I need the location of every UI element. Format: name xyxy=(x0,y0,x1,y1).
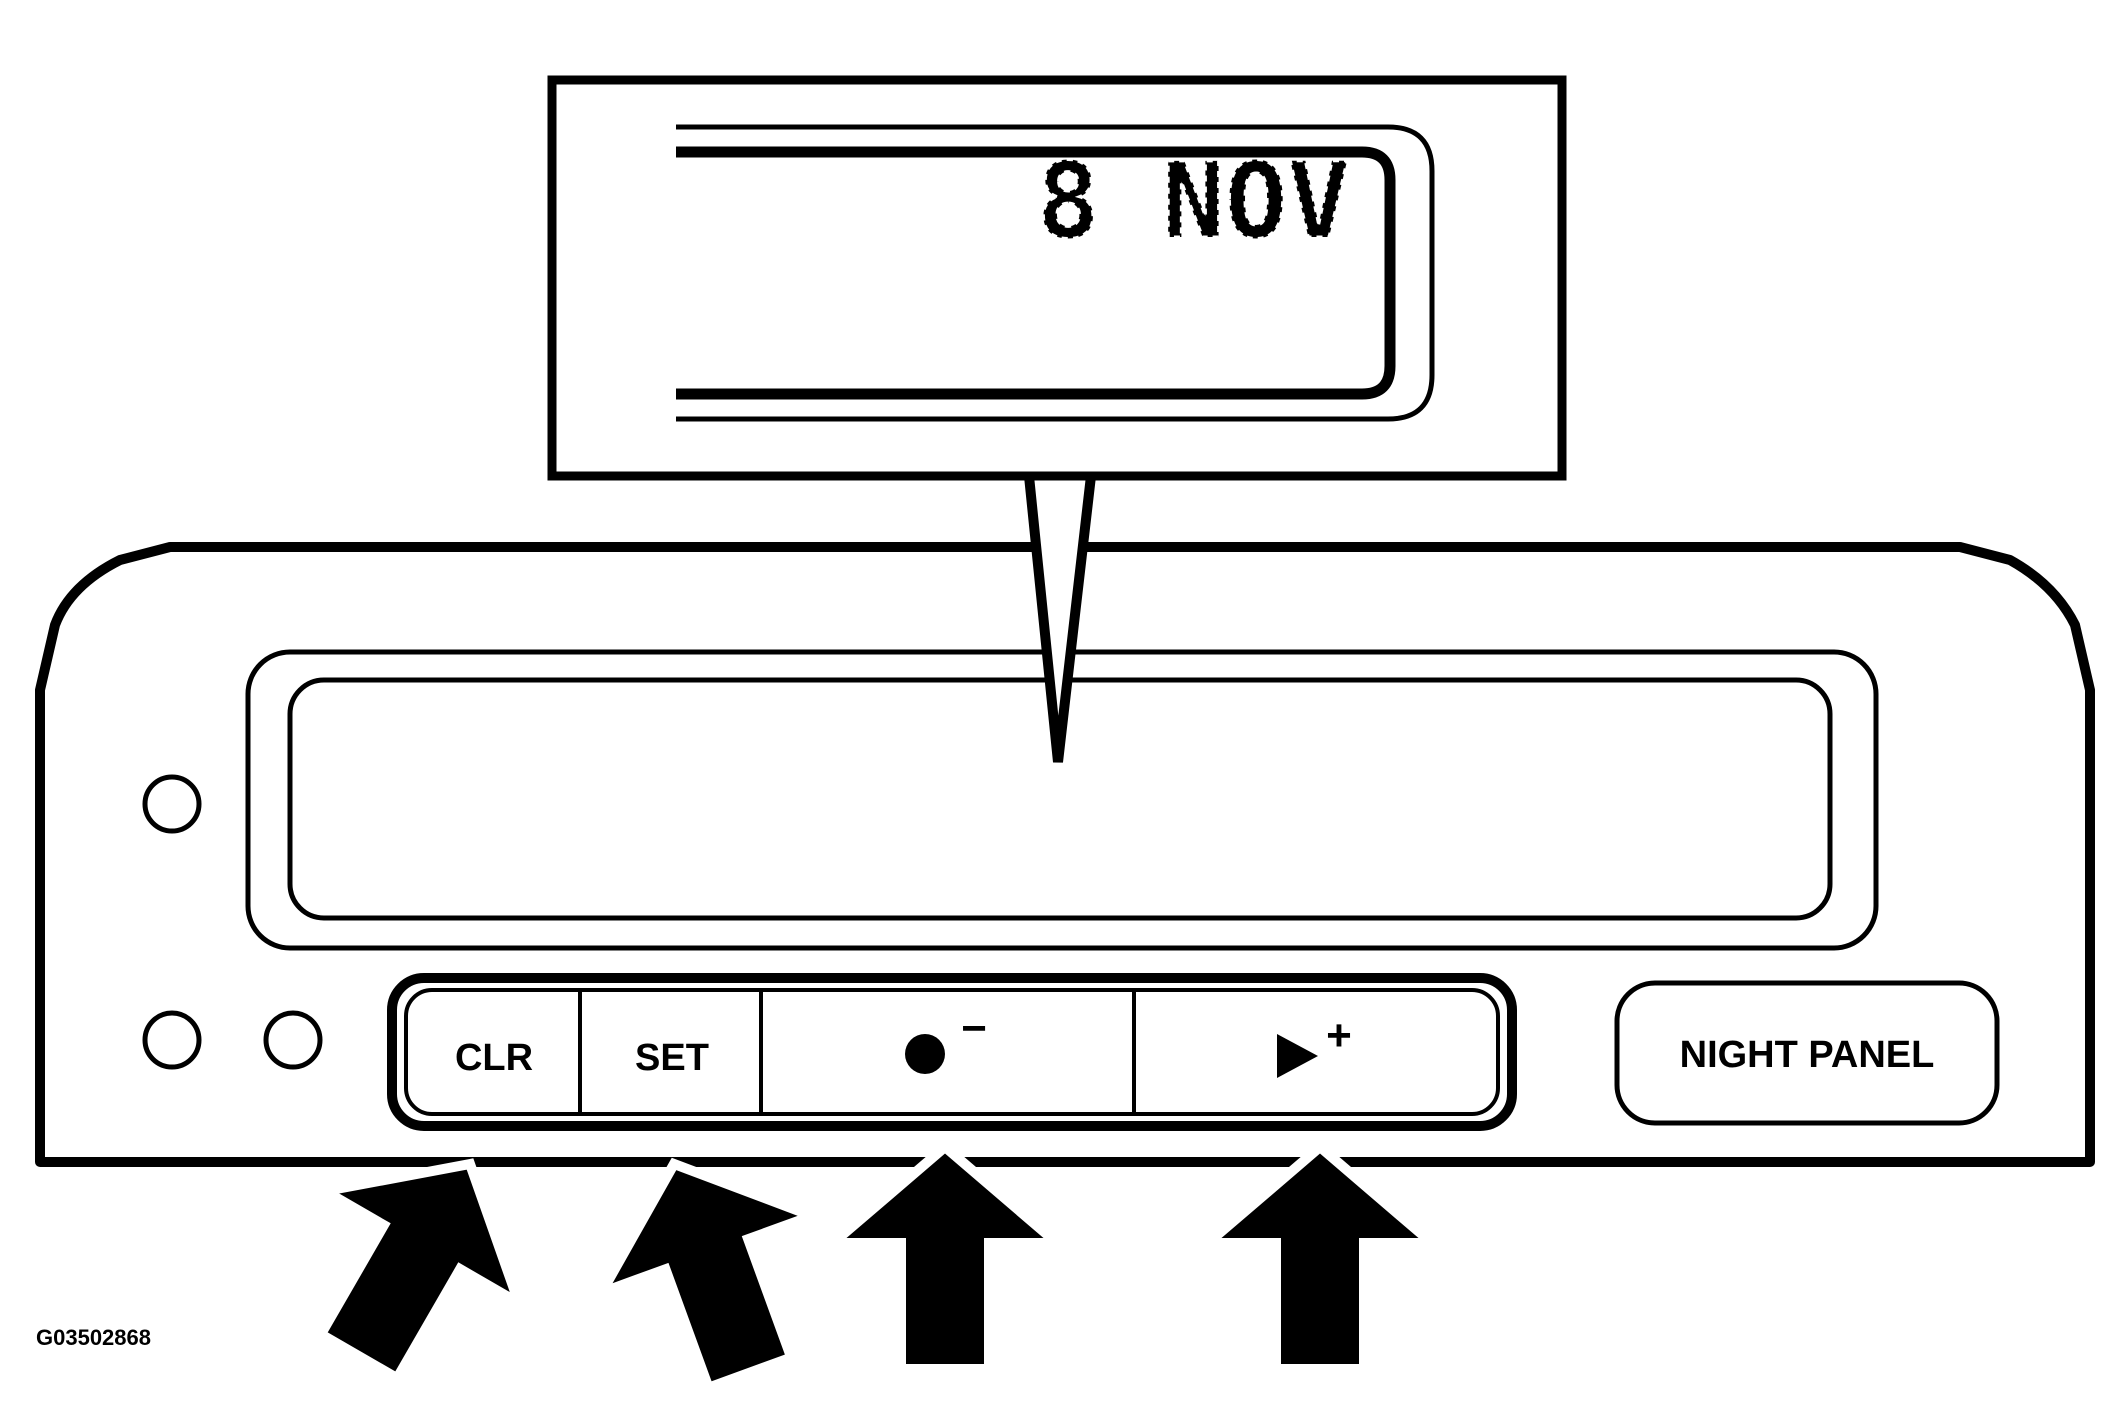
plus-button[interactable]: + xyxy=(1138,994,1496,1110)
play-triangle-icon xyxy=(1277,1034,1318,1078)
arrow-to-plus-button xyxy=(1194,1140,1446,1374)
clr-button[interactable]: CLR xyxy=(410,994,578,1110)
indicator-light-lower-right xyxy=(263,1010,323,1070)
callout-pointer xyxy=(1024,475,1096,763)
clr-button-label: CLR xyxy=(455,1037,533,1079)
figure-code: G03502868 xyxy=(36,1325,151,1350)
night-panel-button[interactable]: NIGHT PANEL xyxy=(1614,980,2000,1126)
button-cluster-frame xyxy=(387,973,1517,1131)
night-panel-button-label: NIGHT PANEL xyxy=(1680,1034,1935,1076)
callout-lcd-inner xyxy=(676,146,1396,400)
callout-pointer-fill xyxy=(1029,476,1091,762)
indicator-light-upper xyxy=(142,774,202,834)
minus-button[interactable]: − xyxy=(765,994,1132,1110)
arrow-to-minus-button xyxy=(819,1140,1071,1374)
arrow-to-set-button xyxy=(590,1157,827,1395)
set-button-label: SET xyxy=(635,1037,709,1079)
set-button[interactable]: SET xyxy=(584,994,759,1110)
filled-circle-icon xyxy=(905,1034,945,1074)
callout-lcd-outer xyxy=(676,124,1435,422)
button-cluster-inner xyxy=(404,988,1500,1116)
indicator-light-lower-left xyxy=(142,1010,202,1070)
arrow-to-clr-button xyxy=(310,1158,529,1386)
plus-symbol: + xyxy=(1326,1011,1352,1060)
lcd-date-readout: 8 NOV xyxy=(1037,140,1350,262)
minus-symbol: − xyxy=(961,1004,987,1053)
